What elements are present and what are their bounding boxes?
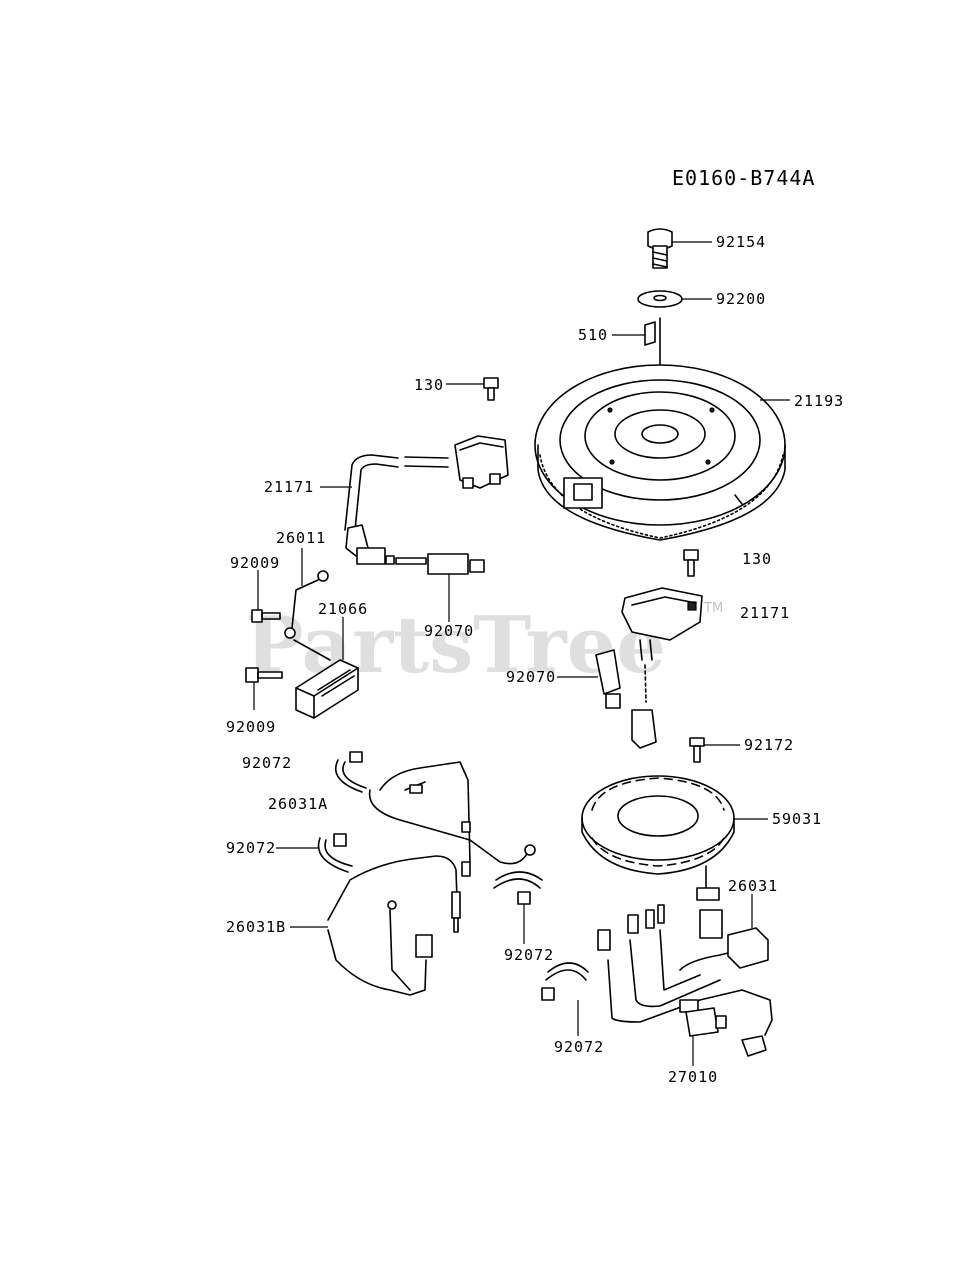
- ignition-coil-lower-drawing: [621, 587, 703, 661]
- part-label-92200: 92200: [716, 290, 766, 308]
- part-label-92009-upper: 92009: [230, 554, 280, 572]
- clamp-92072-c-drawing: [493, 871, 543, 905]
- bolt-130-lower-drawing: [683, 549, 699, 577]
- bolt-92009-upper-drawing: [251, 609, 281, 623]
- spark-plug-lower-drawing: [595, 649, 657, 749]
- part-labels: 92154 92200 510 21193 130 21171 26011 92…: [226, 233, 844, 1086]
- part-label-92070-upper: 92070: [424, 622, 474, 640]
- part-label-21193: 21193: [794, 392, 844, 410]
- part-label-92072-b: 92072: [226, 839, 276, 857]
- key-510-drawing: [644, 321, 656, 346]
- harness-26031A-drawing: [368, 761, 536, 877]
- spark-plug-upper-drawing: [385, 553, 485, 575]
- harness-26031B-drawing: [327, 855, 461, 996]
- flywheel-21193-drawing: [534, 364, 786, 541]
- part-label-21066: 21066: [318, 600, 368, 618]
- part-label-92072-d: 92072: [554, 1038, 604, 1056]
- clamp-92072-d-drawing: [541, 962, 589, 1001]
- part-label-26011: 26011: [276, 529, 326, 547]
- part-label-92172: 92172: [744, 736, 794, 754]
- part-label-21171-upper: 21171: [264, 478, 314, 496]
- part-label-92009-lower: 92009: [226, 718, 276, 736]
- part-label-26031A: 26031A: [268, 795, 328, 813]
- clamp-92072-b-drawing: [317, 833, 353, 873]
- bolt-92009-lower-drawing: [245, 667, 283, 683]
- watermark-trademark: TM: [703, 601, 723, 616]
- part-label-92070-lower: 92070: [506, 668, 556, 686]
- part-label-130-lower: 130: [742, 550, 772, 568]
- stator-59031-drawing: [581, 775, 735, 939]
- washer-92200-drawing: [637, 290, 683, 308]
- part-label-130-upper: 130: [414, 376, 444, 394]
- harness-26031-drawing: [597, 904, 773, 1057]
- part-label-92154: 92154: [716, 233, 766, 251]
- bolt-92172-drawing: [689, 737, 705, 763]
- ic-igniter-21066-drawing: [293, 639, 359, 719]
- part-label-510: 510: [578, 326, 608, 344]
- part-label-26031B: 26031B: [226, 918, 286, 936]
- ignition-coil-upper-drawing: [454, 435, 509, 489]
- oil-pressure-switch-27010-drawing: [679, 999, 727, 1037]
- bolt-92154-drawing: [647, 228, 673, 269]
- part-label-92072-a: 92072: [242, 754, 292, 772]
- leader-lines: [253, 241, 790, 1066]
- ground-lead-26011-drawing: [284, 570, 329, 639]
- part-label-59031: 59031: [772, 810, 822, 828]
- diagram-code: E0160-B744A: [672, 166, 815, 190]
- part-label-27010: 27010: [668, 1068, 718, 1086]
- part-label-92072-c: 92072: [504, 946, 554, 964]
- part-label-26031: 26031: [728, 877, 778, 895]
- clamp-92072-a-drawing: [334, 751, 367, 793]
- high-tension-lead-drawing: [344, 454, 449, 565]
- part-label-21171-lower: 21171: [740, 604, 790, 622]
- bolt-130-upper-drawing: [483, 377, 499, 401]
